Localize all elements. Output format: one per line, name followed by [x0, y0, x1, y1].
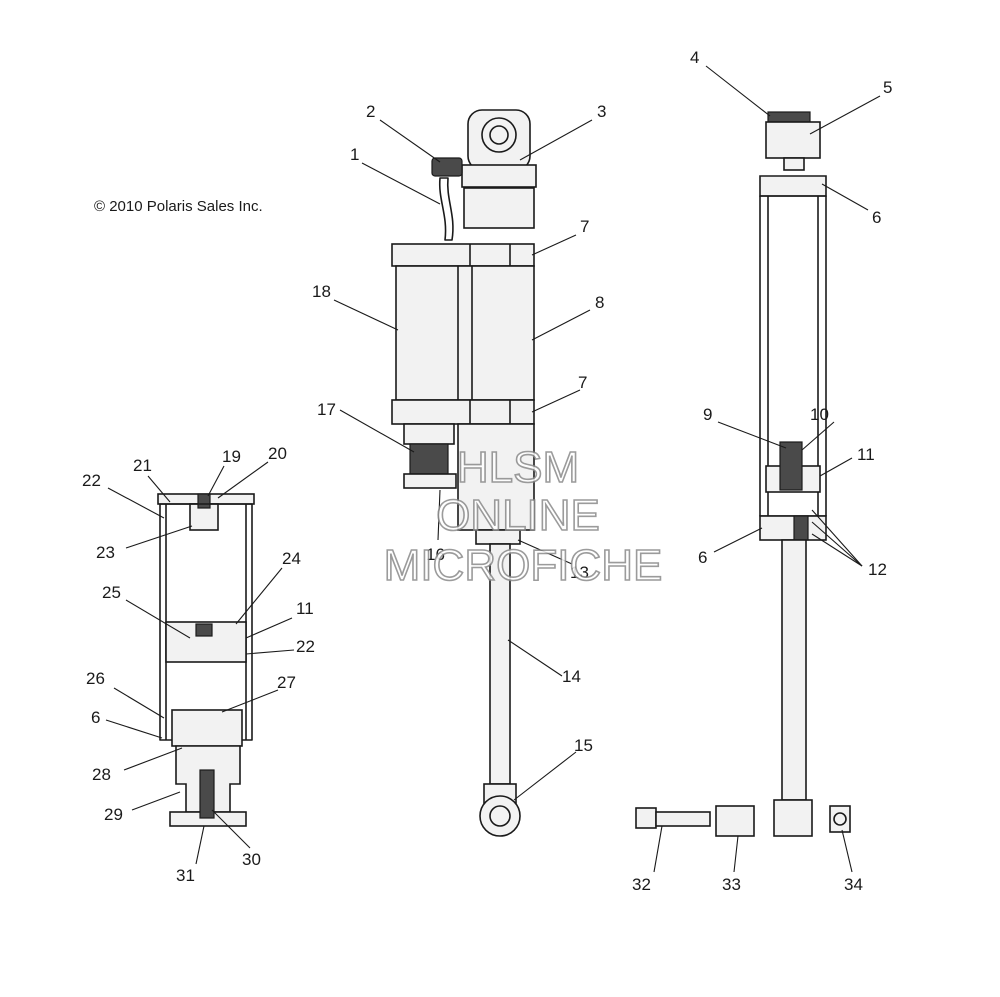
callout-numbers: 1 2 3 4 5 6 7 8 7 9 10 11 12 13 14 15 16…	[82, 48, 892, 894]
callout-21: 21	[133, 456, 152, 475]
hardware-bolt-32	[635, 807, 711, 829]
callout-6-left: 6	[91, 708, 100, 727]
callout-18: 18	[312, 282, 331, 301]
callout-12: 12	[868, 560, 887, 579]
callout-23: 23	[96, 543, 115, 562]
callout-20: 20	[268, 444, 287, 463]
callout-10: 10	[810, 405, 829, 424]
callout-31: 31	[176, 866, 195, 885]
callout-26: 26	[86, 669, 105, 688]
callout-11-left: 11	[296, 599, 314, 618]
callout-9: 9	[703, 405, 712, 424]
callout-4: 4	[690, 48, 699, 67]
callout-5: 5	[883, 78, 892, 97]
callout-6-top: 6	[872, 208, 881, 227]
callout-24: 24	[282, 549, 301, 568]
watermark-line-3: MICROFICHE	[384, 541, 663, 590]
watermark-line-2: ONLINE	[436, 491, 600, 540]
callout-14: 14	[562, 667, 581, 686]
callout-15: 15	[574, 736, 593, 755]
callout-34: 34	[844, 875, 863, 894]
callout-30: 30	[242, 850, 261, 869]
callout-8: 8	[595, 293, 604, 312]
callout-7-upper: 7	[580, 217, 589, 236]
callout-22-low: 22	[296, 637, 315, 656]
callout-6-lower: 6	[698, 548, 707, 567]
callout-19: 19	[222, 447, 241, 466]
callout-25: 25	[102, 583, 121, 602]
callout-22-top: 22	[82, 471, 101, 490]
callout-2: 2	[366, 102, 375, 121]
callout-17: 17	[317, 400, 336, 419]
callout-16: 16	[426, 545, 445, 564]
callout-32: 32	[632, 875, 651, 894]
callout-13: 13	[570, 563, 589, 582]
callout-11-right: 11	[857, 445, 875, 464]
callout-27: 27	[277, 673, 296, 692]
callout-29: 29	[104, 805, 123, 824]
callout-28: 28	[92, 765, 111, 784]
leader-lines	[105, 65, 881, 873]
cutaway-reservoir-left	[157, 493, 255, 827]
callout-1: 1	[350, 145, 359, 164]
watermark-line-1: HLSM	[457, 443, 579, 492]
watermark: HLSM ONLINE MICROFICHE	[383, 442, 663, 591]
copyright-notice: © 2010 Polaris Sales Inc.	[94, 198, 263, 215]
assembled-shock	[391, 109, 537, 837]
hardware-spacer-33	[715, 805, 755, 837]
callout-3: 3	[597, 102, 606, 121]
hardware-nut-34	[829, 805, 851, 833]
callout-7-lower: 7	[578, 373, 587, 392]
cutaway-shock-right	[759, 111, 827, 837]
callout-33: 33	[722, 875, 741, 894]
